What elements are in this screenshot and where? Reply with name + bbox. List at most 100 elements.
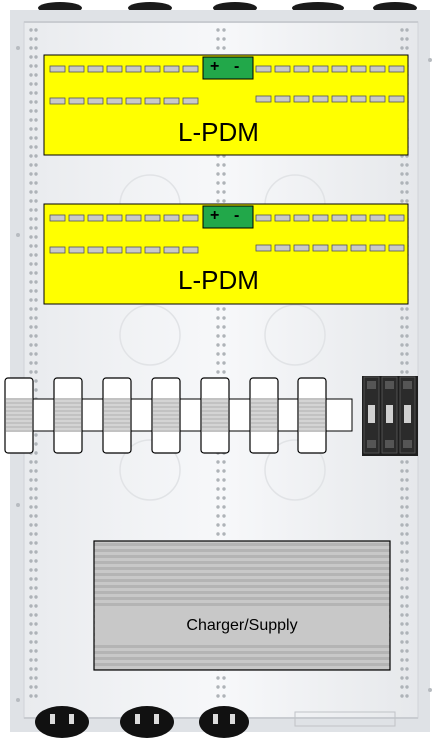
rail-dot bbox=[34, 154, 38, 158]
terminal-screw bbox=[331, 244, 348, 252]
rail-dot bbox=[222, 469, 226, 473]
terminal-screw bbox=[68, 65, 85, 73]
breaker-pole bbox=[363, 376, 380, 454]
rail-dot bbox=[34, 676, 38, 680]
rail-dot bbox=[29, 271, 33, 275]
rail-dot bbox=[222, 172, 226, 176]
rail-dot bbox=[34, 64, 38, 68]
terminal-screw bbox=[182, 97, 199, 105]
rail-dot bbox=[29, 262, 33, 266]
rail-dot bbox=[400, 469, 404, 473]
rail-dot bbox=[29, 559, 33, 563]
rail-dot bbox=[34, 658, 38, 662]
rail-dot bbox=[222, 199, 226, 203]
rail-dot bbox=[29, 685, 33, 689]
terminal-screw bbox=[369, 65, 386, 73]
rail-dot bbox=[29, 658, 33, 662]
mounting-hole bbox=[428, 688, 432, 692]
terminal-screw bbox=[255, 95, 272, 103]
terminal-screw bbox=[274, 65, 291, 73]
rail-dot bbox=[400, 604, 404, 608]
rail-dot bbox=[34, 199, 38, 203]
terminal-screw bbox=[350, 214, 367, 222]
fuse-holder bbox=[249, 377, 305, 454]
charger-housing bbox=[93, 540, 391, 671]
terminal-screw bbox=[182, 246, 199, 254]
terminal-screw bbox=[350, 95, 367, 103]
rail-dot bbox=[29, 280, 33, 284]
terminal-screw bbox=[68, 214, 85, 222]
rail-dot bbox=[29, 694, 33, 698]
rail-dot bbox=[400, 595, 404, 599]
rail-dot bbox=[29, 667, 33, 671]
rail-dot bbox=[29, 28, 33, 32]
rail-dot bbox=[400, 631, 404, 635]
rail-dot bbox=[216, 172, 220, 176]
rail-dot bbox=[34, 118, 38, 122]
bottom-knockouts bbox=[35, 706, 396, 738]
rail-dot bbox=[29, 478, 33, 482]
rail-dot bbox=[29, 298, 33, 302]
terminal-screw bbox=[144, 246, 161, 254]
rail-dot bbox=[405, 496, 409, 500]
rail-dot bbox=[400, 568, 404, 572]
rail-dot bbox=[29, 91, 33, 95]
rail-dot bbox=[222, 505, 226, 509]
rail-dot bbox=[222, 307, 226, 311]
terminal-screw bbox=[293, 95, 310, 103]
terminal-screw bbox=[255, 214, 272, 222]
terminal-screw bbox=[106, 246, 123, 254]
rail-dot bbox=[400, 649, 404, 653]
rail-dot bbox=[216, 505, 220, 509]
rail-dot bbox=[400, 541, 404, 545]
terminal-strip-bottom-left bbox=[49, 246, 199, 254]
rail-dot bbox=[216, 316, 220, 320]
rail-dot bbox=[222, 343, 226, 347]
terminal-screw bbox=[68, 246, 85, 254]
terminal-screw bbox=[350, 65, 367, 73]
terminal-screw bbox=[87, 246, 104, 254]
rail-dot bbox=[29, 586, 33, 590]
rail-dot bbox=[222, 370, 226, 374]
rail-dot bbox=[405, 568, 409, 572]
bottom-knockout-1 bbox=[35, 706, 89, 738]
terminal-screw bbox=[331, 65, 348, 73]
terminal-screw bbox=[125, 65, 142, 73]
terminal-screw bbox=[49, 65, 66, 73]
terminal-screw bbox=[293, 214, 310, 222]
rail-dot bbox=[400, 676, 404, 680]
rail-dot bbox=[216, 370, 220, 374]
rail-dot bbox=[405, 676, 409, 680]
rail-dot bbox=[34, 307, 38, 311]
terminal-screw bbox=[49, 246, 66, 254]
rail-dot bbox=[216, 28, 220, 32]
circuit-breaker bbox=[362, 376, 418, 456]
rail-dot bbox=[34, 73, 38, 77]
rail-dot bbox=[222, 163, 226, 167]
rail-dot bbox=[222, 532, 226, 536]
rail-dot bbox=[405, 640, 409, 644]
terminal-screw bbox=[106, 65, 123, 73]
rail-dot bbox=[34, 127, 38, 131]
terminal-screw bbox=[163, 246, 180, 254]
rail-dot bbox=[400, 307, 404, 311]
rail-dot bbox=[29, 208, 33, 212]
rail-dot bbox=[29, 118, 33, 122]
rail-dot bbox=[400, 460, 404, 464]
rail-dot bbox=[34, 550, 38, 554]
rail-dot bbox=[34, 244, 38, 248]
rail-dot bbox=[405, 667, 409, 671]
rail-dot bbox=[400, 586, 404, 590]
rail-dot bbox=[216, 487, 220, 491]
terminal-screw bbox=[144, 97, 161, 105]
terminal-strip-bottom-right bbox=[255, 95, 405, 103]
rail-dot bbox=[34, 352, 38, 356]
rail-dot bbox=[29, 190, 33, 194]
rail-dot bbox=[405, 523, 409, 527]
rail-dot bbox=[400, 487, 404, 491]
rail-dot bbox=[34, 469, 38, 473]
rail-dot bbox=[34, 208, 38, 212]
rail-dot bbox=[29, 496, 33, 500]
rail-dot bbox=[405, 505, 409, 509]
